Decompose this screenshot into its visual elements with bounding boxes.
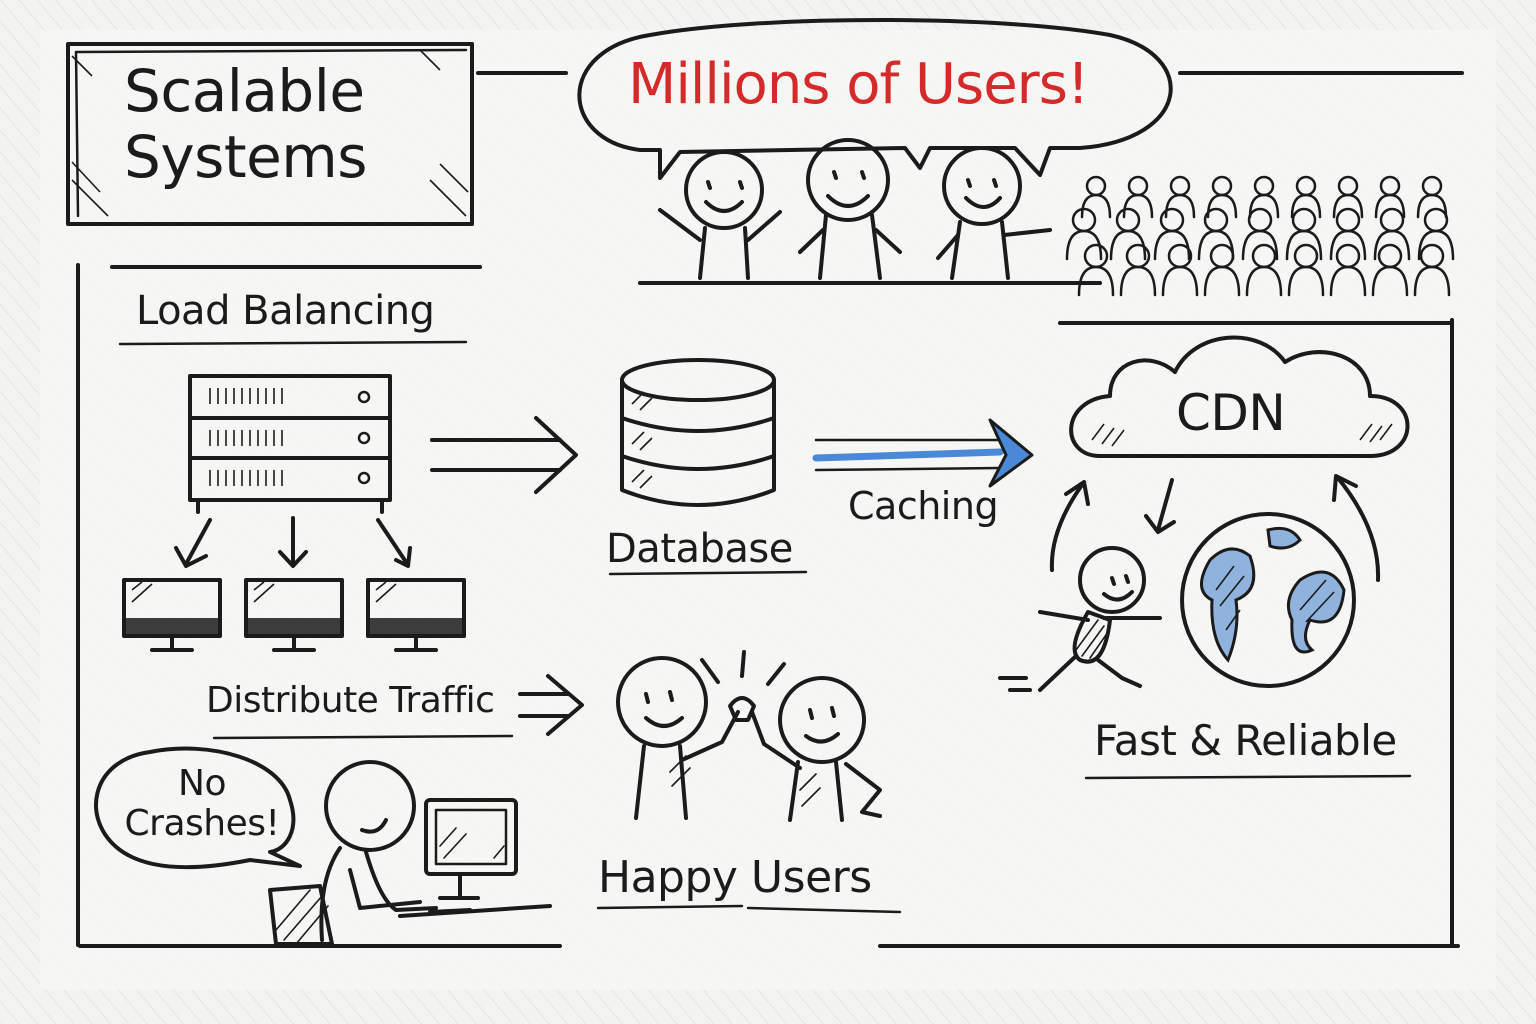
crowd-person-body [1077,265,1115,297]
crowd-person-body [1287,265,1325,297]
crowd-person-body [1329,229,1367,261]
running-user-icon [998,546,1162,692]
load-balancing-label: Load Balancing [136,288,435,334]
crowd-person-body [1122,193,1154,219]
happy-users-label: Happy Users [598,852,872,903]
arrow-icon [518,674,584,736]
crowd-person-body [1374,193,1406,219]
paper-sheet [40,30,1496,990]
title-line-1: Scalable [124,57,365,125]
crowd-person-body [1206,193,1238,219]
page-title: Scalable Systems [124,57,368,191]
millions-banner: Millions of Users! [628,52,1089,117]
crowd-person-body [1119,265,1157,297]
crowd-person-body [1248,193,1280,219]
distribution-arrows [174,516,412,568]
happy-users-icon [616,650,882,822]
cdn-label: CDN [1176,384,1286,442]
crowd-person-body [1416,193,1448,219]
crowd-person-body [1197,229,1235,261]
crowd-person-body [1373,229,1411,261]
caching-arrow [812,418,1034,488]
cdn-arrows [1049,474,1381,582]
crowd-person-body [1203,265,1241,297]
monitor-group [122,578,466,652]
cloud-icon [1069,335,1410,458]
crowd-person-body [1413,265,1451,297]
database-cylinder-icon [620,358,776,507]
crowd-person-body [1080,193,1112,219]
speech-bubble-icon [577,18,1173,180]
monitor-icon [244,578,344,652]
title-box [66,42,474,226]
crowd-person-body [1245,265,1283,297]
crowd-person-body [1241,229,1279,261]
globe-icon [1180,512,1356,688]
cheering-users-group [658,138,1052,280]
fast-reliable-label: Fast & Reliable [1094,716,1397,765]
speech-bubble-icon [94,746,302,870]
crowd-person-body [1371,265,1409,297]
monitor-icon [366,578,466,652]
crowd-person-body [1164,193,1196,219]
distribute-traffic-label: Distribute Traffic [206,680,495,721]
arrow-icon [430,416,578,494]
working-user-icon [268,760,552,946]
crowd-person-body [1161,265,1199,297]
crowd-icon [1065,175,1455,297]
crowd-person-body [1285,229,1323,261]
crowd-person-body [1153,229,1191,261]
database-label: Database [606,526,793,572]
title-line-2: Systems [124,123,368,191]
no-crashes-line-1: No [178,763,226,804]
no-crashes-line-2: Crashes! [124,803,280,844]
caching-label: Caching [848,484,999,528]
crowd-person-body [1290,193,1322,219]
no-crashes-label: No Crashes! [112,764,292,844]
crowd-person-body [1332,193,1364,219]
label-underlines [118,340,1412,914]
crowd-person-body [1417,229,1455,261]
monitor-icon [122,578,222,652]
crowd-person-body [1329,265,1367,297]
server-rack-icon [188,374,392,514]
